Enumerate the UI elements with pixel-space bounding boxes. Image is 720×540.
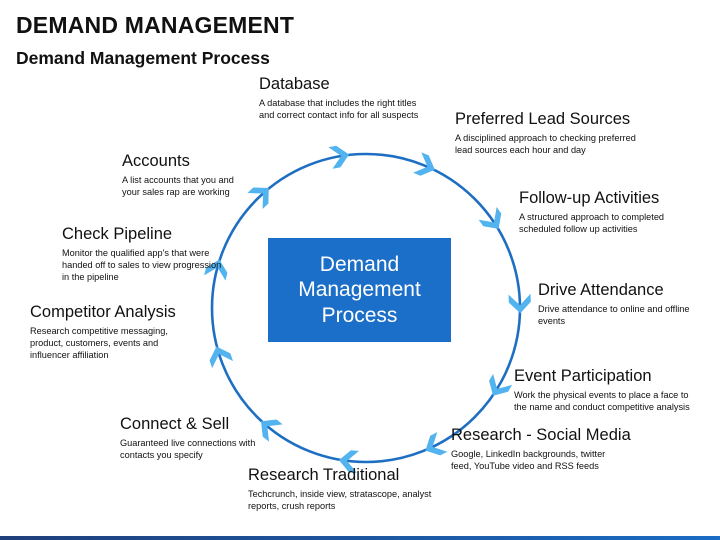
step-description: Work the physical events to place a face… — [514, 389, 690, 413]
step-research-social-media: Research - Social Media Google, LinkedIn… — [451, 425, 631, 472]
chevron-arrow-icon — [489, 373, 513, 396]
step-title: Connect & Sell — [120, 415, 230, 433]
step-description: Monitor the qualified app's that were ha… — [62, 247, 222, 283]
step-title: Preferred Lead Sources — [455, 110, 631, 128]
step-drive-attendance: Drive Attendance Drive attendance to onl… — [538, 280, 703, 327]
step-connect-and-sell: Connect & Sell Guaranteed live connectio… — [120, 414, 270, 461]
step-preferred-lead-sources: Preferred Lead Sources A disciplined app… — [455, 109, 650, 156]
step-title: Event Participation — [514, 367, 652, 385]
chevron-arrow-icon — [328, 145, 350, 169]
step-description: A list accounts that you and your sales … — [122, 174, 234, 198]
chevron-arrow-icon — [260, 419, 283, 442]
step-description: Google, LinkedIn backgrounds, twitter fe… — [451, 448, 606, 472]
step-description: Guaranteed live connections with contact… — [120, 437, 256, 461]
page-title: DEMAND MANAGEMENT — [16, 12, 295, 38]
step-database: Database A database that includes the ri… — [259, 74, 429, 121]
chevron-arrow-icon — [425, 432, 448, 456]
step-description: Drive attendance to online and offline e… — [538, 303, 690, 327]
chevron-arrow-icon — [204, 259, 228, 281]
step-follow-up-activities: Follow-up Activities A structured approa… — [519, 188, 679, 235]
step-description: Techcrunch, inside view, stratascope, an… — [248, 488, 432, 512]
step-research-traditional: Research Traditional Techcrunch, inside … — [248, 465, 448, 512]
step-description: Research competitive messaging, product,… — [30, 325, 168, 361]
chevron-arrow-icon — [209, 346, 233, 369]
step-title: Research Traditional — [248, 466, 400, 484]
step-description: A disciplined approach to checking prefe… — [455, 132, 636, 156]
chevron-arrows — [204, 145, 531, 473]
chevron-arrow-icon — [338, 450, 359, 473]
chevron-arrow-icon — [478, 207, 502, 229]
step-check-pipeline: Check Pipeline Monitor the qualified app… — [62, 224, 222, 284]
step-title: Competitor Analysis — [30, 303, 176, 321]
step-title: Follow-up Activities — [519, 189, 660, 207]
step-event-participation: Event Participation Work the physical ev… — [514, 366, 699, 413]
chevron-arrow-icon — [413, 152, 435, 176]
step-title: Research - Social Media — [451, 426, 631, 444]
step-title: Check Pipeline — [62, 225, 173, 243]
center-process-box: Demand Management Process — [268, 238, 451, 342]
center-process-label: Demand Management Process — [298, 253, 421, 327]
step-accounts: Accounts A list accounts that you and yo… — [122, 151, 242, 198]
page-subtitle: Demand Management Process — [16, 48, 270, 68]
step-title: Drive Attendance — [538, 281, 664, 299]
step-title: Database — [259, 75, 330, 93]
bottom-accent-bar — [0, 536, 720, 540]
step-description: A database that includes the right title… — [259, 97, 419, 121]
step-competitor-analysis: Competitor Analysis Research competitive… — [30, 302, 190, 362]
step-title: Accounts — [122, 152, 190, 170]
chevron-arrow-icon — [247, 187, 269, 209]
step-description: A structured approach to completed sched… — [519, 211, 665, 235]
chevron-arrow-icon — [508, 293, 531, 314]
